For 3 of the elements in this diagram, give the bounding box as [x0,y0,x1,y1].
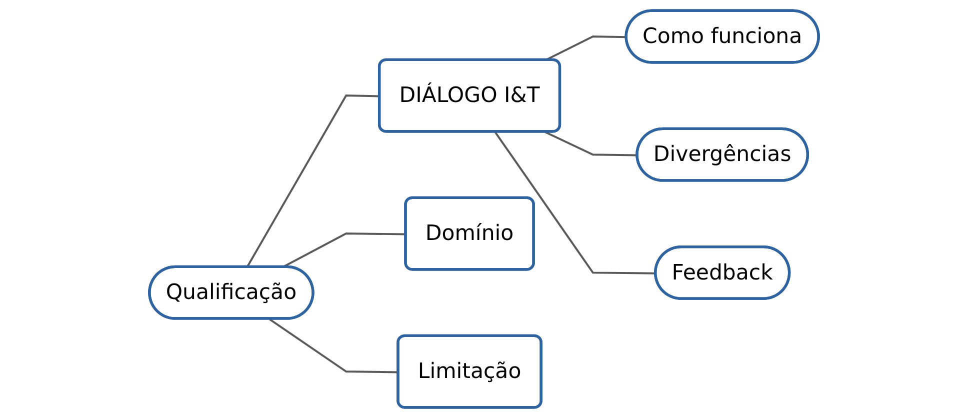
connector [544,131,638,156]
connector [494,131,656,274]
connector [246,94,380,268]
